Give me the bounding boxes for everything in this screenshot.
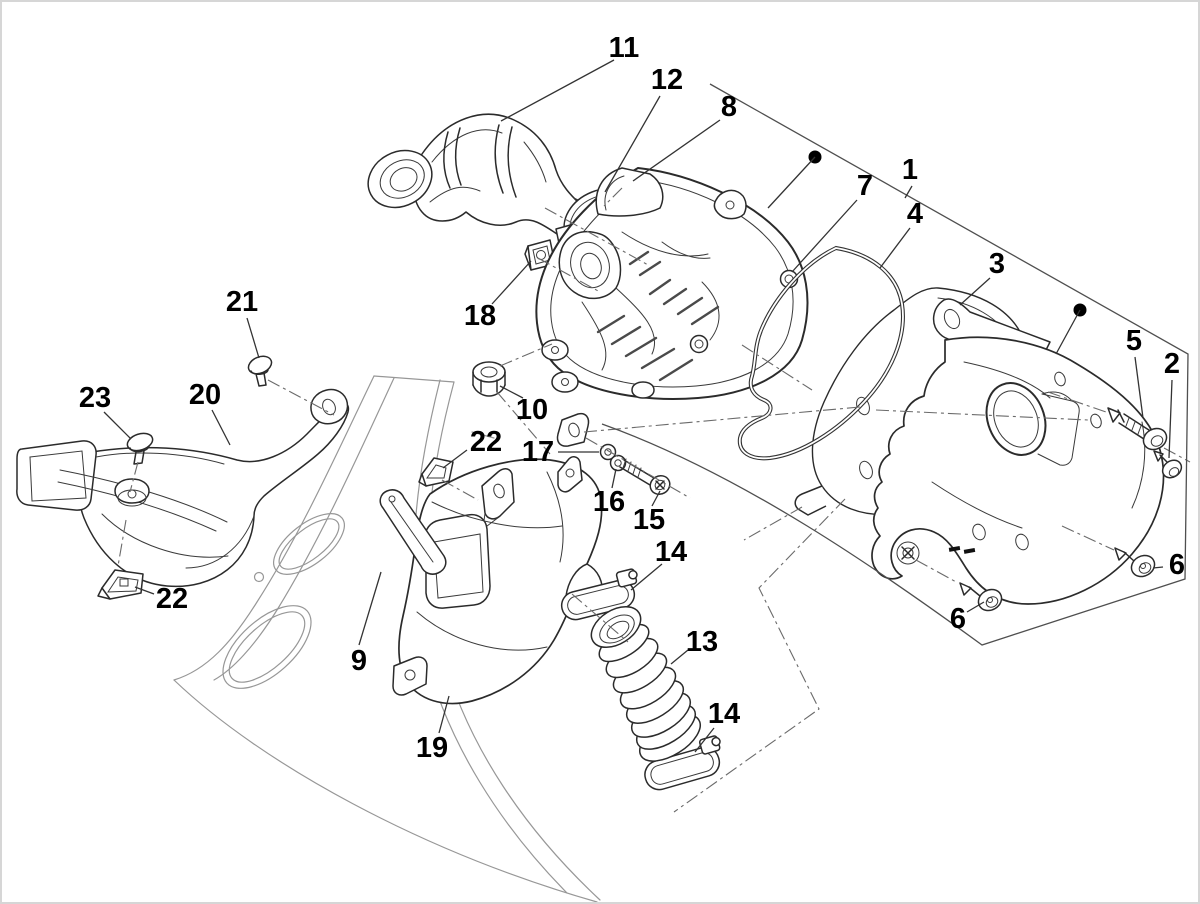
callout-15: 15	[633, 504, 665, 536]
vent-ribs	[596, 250, 720, 382]
construction-lines	[117, 187, 1191, 813]
callout-2: 2	[1164, 348, 1180, 380]
callout-17: 17	[522, 436, 554, 468]
callout-22-left: 22	[156, 583, 188, 615]
callout-6-right: 6	[1169, 549, 1185, 581]
screw-23	[126, 432, 154, 465]
callout-9: 9	[351, 645, 367, 677]
screw-2	[1153, 450, 1183, 479]
callout-3: 3	[989, 248, 1005, 280]
callout-14-upper: 14	[655, 536, 687, 568]
bellows-hose	[590, 605, 701, 762]
screw-6-right	[1114, 547, 1156, 578]
intake-duct	[16, 388, 350, 588]
airbox-housing	[535, 167, 809, 447]
callout-8: 8	[721, 91, 737, 123]
callout-21: 21	[226, 286, 258, 318]
screw-6-lower	[959, 582, 1003, 612]
screw-21	[247, 355, 273, 387]
callout-23: 23	[79, 382, 111, 414]
callout-19: 19	[416, 732, 448, 764]
callout-5: 5	[1126, 325, 1142, 357]
intake-elbow-hose	[367, 113, 595, 242]
callout-11: 11	[609, 32, 640, 64]
callout-12: 12	[651, 64, 683, 96]
callout-7: 7	[857, 170, 873, 202]
callout-6-lower: 6	[950, 603, 966, 635]
gasket	[737, 245, 905, 461]
leader-lines	[103, 59, 1173, 753]
callout-1: 1	[902, 154, 918, 186]
callout-labels: 11 12 8 1 7 4 3 5 2 6 6 21 23 20 22 22 1…	[79, 32, 1185, 764]
callout-14-lower: 14	[708, 698, 740, 730]
callout-16: 16	[593, 486, 625, 518]
clip-nut-22-center	[418, 457, 454, 487]
callout-4: 4	[907, 198, 923, 230]
resonator-box	[392, 456, 604, 705]
callout-10: 10	[516, 394, 548, 426]
callout-18: 18	[464, 300, 496, 332]
callout-22-center: 22	[470, 426, 502, 458]
clip-nut-22-left	[97, 569, 144, 600]
assembly-boundary	[601, 83, 1189, 646]
callout-13: 13	[686, 626, 718, 658]
airbox-cover	[871, 298, 1165, 605]
foam-strip	[379, 489, 447, 575]
callout-20: 20	[189, 379, 221, 411]
bolt-15	[619, 458, 671, 496]
bolt-5	[1107, 407, 1168, 451]
nut-10	[472, 361, 506, 397]
